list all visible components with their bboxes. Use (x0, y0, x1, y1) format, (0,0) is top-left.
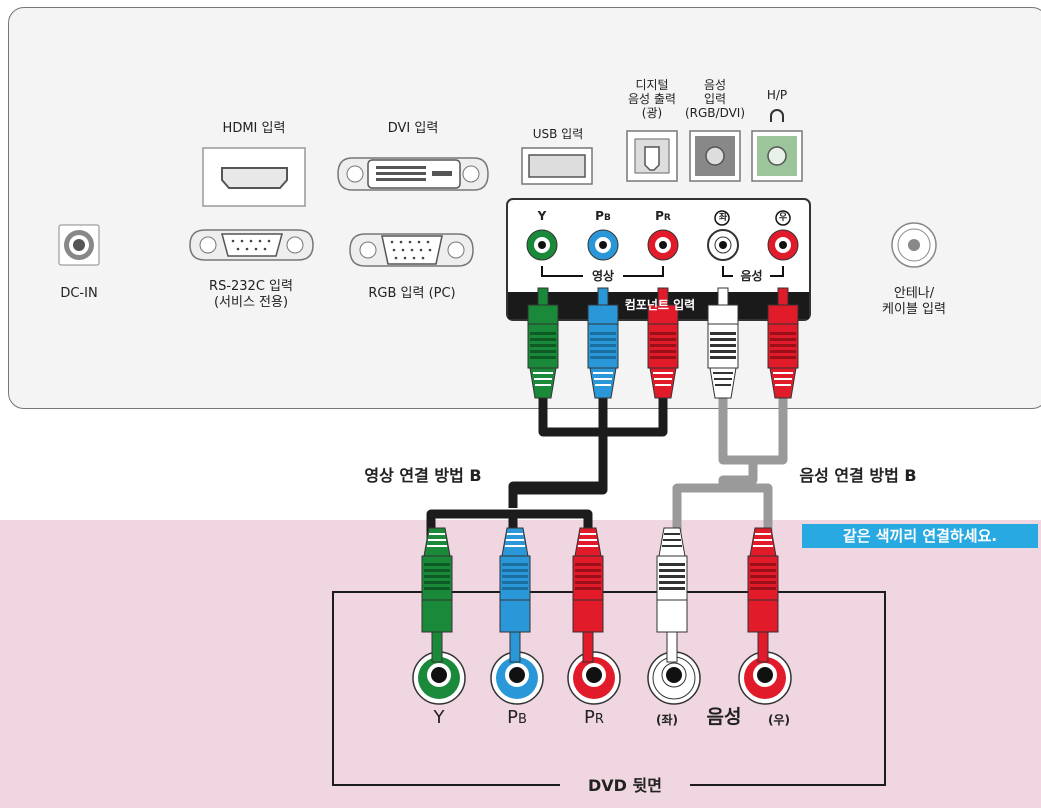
tv-jack-y (526, 229, 558, 261)
dvd-pb-label: PB (507, 707, 527, 728)
video-group-label: 영상 (591, 269, 615, 283)
hdmi-port (202, 147, 306, 207)
rs232c-port (189, 229, 314, 261)
antenna-label: 안테나/ 케이블 입력 (882, 286, 946, 317)
rs232c-label: RS-232C 입력 (서비스 전용) (209, 279, 293, 310)
dvd-y-label: Y (433, 707, 445, 728)
audio-in-port (689, 130, 741, 182)
tv-plugs (527, 287, 799, 399)
tv-jack-pb (587, 229, 619, 261)
tv-jack-pr-label: PR (655, 209, 671, 223)
tv-jack-right-label: 우 (778, 213, 788, 223)
tv-jack-left (707, 229, 739, 261)
rgb-label: RGB 입력 (PC) (368, 286, 456, 301)
dvd-title: DVD 뒷면 (588, 776, 662, 795)
headphone-icon (770, 109, 784, 122)
dvd-audio-label: 음성 (706, 706, 742, 728)
component-input-block (506, 198, 811, 321)
video-connection-label: 영상 연결 방법 B (364, 466, 482, 485)
tv-jack-pb-label: PB (595, 209, 611, 223)
rgb-port (349, 233, 474, 267)
audio-connection-label: 음성 연결 방법 B (799, 466, 917, 485)
hdmi-label: HDMI 입력 (222, 121, 286, 136)
digital-audio-label: 디지털 음성 출력 (광) (628, 78, 676, 120)
dvd-right-label: (우) (767, 713, 790, 727)
dvd-plugs (421, 527, 779, 663)
antenna-port (891, 222, 937, 268)
audio-in-label: 음성 입력 (RGB/DVI) (684, 78, 746, 120)
headphone-label: H/P (766, 88, 788, 102)
cables (426, 398, 788, 540)
dvd-pr-label: PR (584, 707, 604, 728)
dvi-port (337, 157, 489, 191)
dvd-left-label: (좌) (655, 713, 678, 727)
component-title: 컴포넌트 입력 (624, 298, 696, 312)
usb-label: USB 입력 (532, 127, 584, 141)
tv-jack-y-label: Y (537, 209, 547, 223)
dvi-label: DVI 입력 (387, 121, 439, 136)
dc-in-label: DC-IN (60, 286, 98, 301)
audio-group-label: 음성 (740, 269, 763, 283)
usb-port (521, 147, 593, 185)
tv-jack-right (767, 229, 799, 261)
tv-jack-left-label: 좌 (718, 213, 728, 223)
hint-banner: 같은 색끼리 연결하세요. (802, 524, 1038, 548)
tv-jack-pr (647, 229, 679, 261)
headphone-port (751, 130, 803, 182)
optical-port (626, 130, 678, 182)
dc-in-port (58, 224, 100, 266)
dvd-frame (332, 591, 886, 786)
dvd-jacks (412, 651, 792, 705)
